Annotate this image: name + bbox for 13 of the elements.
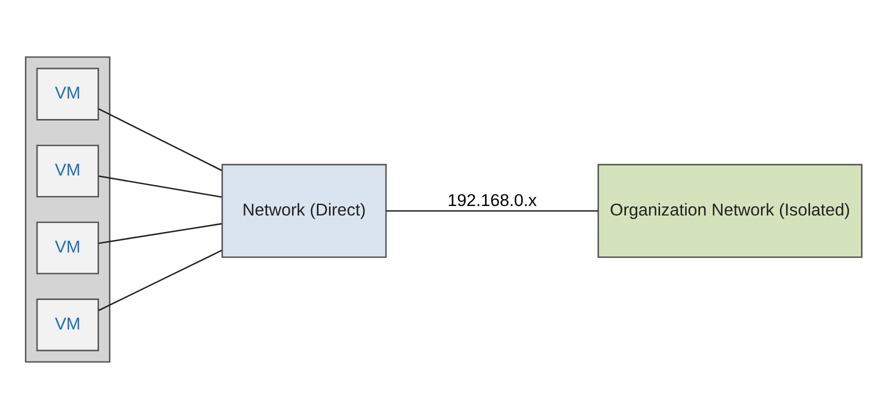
cluster	[24, 56, 110, 363]
connector	[98, 108, 222, 172]
connector	[386, 210, 598, 212]
node-box: VM	[36, 222, 99, 274]
node-box: VM	[36, 144, 99, 198]
connector	[98, 250, 222, 312]
node-box: VM	[36, 68, 99, 120]
node-box: VM	[36, 298, 99, 352]
connector	[98, 223, 222, 244]
connector	[98, 175, 222, 198]
node-box: Organization Network (Isolated)	[598, 164, 862, 258]
edge-label: 192.168.0.x	[447, 191, 537, 210]
node-box: Network (Direct)	[222, 164, 387, 258]
